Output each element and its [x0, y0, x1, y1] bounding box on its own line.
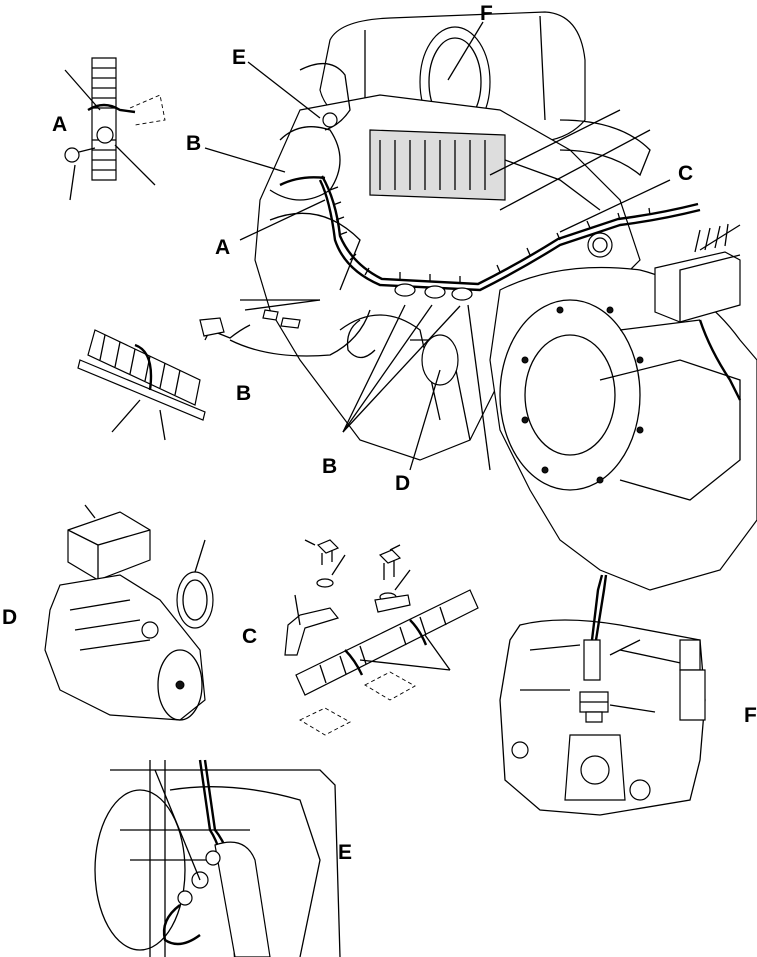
label-b-detail: B: [236, 382, 251, 405]
label-d-main: D: [395, 472, 410, 495]
callout-labels: A A B B B C C D D E E F F: [2, 2, 757, 864]
main-leader-lines: [204, 21, 741, 471]
detail-a-clamp: [64, 57, 166, 201]
controller-box: [654, 223, 742, 401]
detail-d-starter: [44, 504, 214, 721]
flywheel-housing: [489, 266, 757, 591]
label-e-detail: E: [338, 841, 352, 864]
label-b-group: B: [322, 455, 337, 478]
label-d-detail: D: [2, 606, 17, 629]
label-b-main: B: [186, 132, 201, 155]
detail-c-brackets: [284, 539, 479, 736]
detail-e-ground: [94, 759, 341, 957]
main-engine-view: [199, 11, 757, 591]
label-e-main: E: [232, 46, 246, 69]
label-f-main: F: [480, 2, 493, 25]
detail-f-sensor: [499, 574, 706, 816]
label-f-detail: F: [744, 704, 757, 727]
main-harness: [199, 63, 701, 359]
label-c-main: C: [678, 162, 693, 185]
label-a-detail: A: [52, 113, 67, 136]
detail-b-tie: [77, 329, 206, 441]
label-a-main: A: [215, 236, 230, 259]
label-c-detail: C: [242, 625, 257, 648]
